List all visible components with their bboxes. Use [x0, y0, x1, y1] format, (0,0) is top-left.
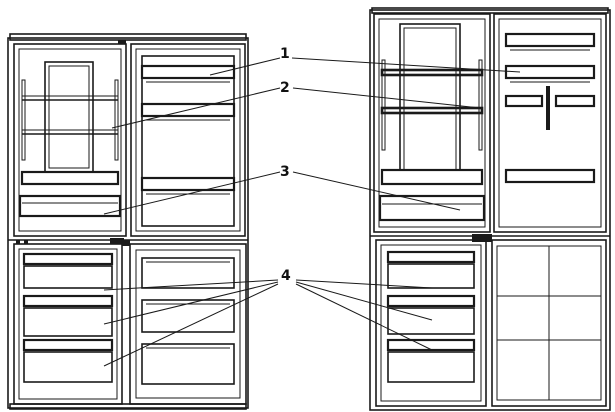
left-fridge-top-bar	[9, 33, 247, 41]
leader-3-right	[292, 171, 461, 211]
callout-4: 4	[281, 268, 291, 284]
left-drawer-3	[23, 351, 113, 383]
left-fridge-compartment	[130, 43, 246, 237]
left-door-bin-2	[18, 194, 122, 218]
right-door-bin	[378, 194, 486, 222]
left-fridge	[7, 33, 249, 410]
leader-2-right	[292, 87, 481, 109]
left-shelf-1	[140, 64, 236, 80]
leader-3-left	[103, 171, 281, 215]
leader-4f	[295, 283, 433, 351]
right-fridge-body	[369, 9, 611, 411]
right-fridge-compartment	[493, 13, 607, 233]
leader-4b	[103, 281, 279, 325]
callout-1: 1	[280, 46, 290, 62]
right-upper-door	[373, 13, 491, 233]
left-door-bin-1	[20, 170, 120, 186]
leader-4d	[295, 279, 433, 289]
leader-lines	[103, 57, 521, 367]
leader-4a	[103, 279, 279, 291]
left-fridge-body	[7, 37, 249, 409]
left-drawer-1	[23, 265, 113, 289]
right-freezer-door	[375, 239, 487, 407]
left-drawer-2	[23, 307, 113, 337]
callout-2: 2	[280, 80, 290, 96]
callout-3: 3	[280, 164, 290, 180]
left-shelf-3	[140, 176, 236, 192]
leader-1-left	[209, 57, 281, 76]
left-upper-door	[13, 43, 127, 237]
right-freezer-compartment	[491, 239, 607, 407]
left-freezer-compartment	[129, 243, 247, 405]
leader-4e	[295, 281, 433, 321]
leader-4c	[103, 283, 279, 367]
leader-2-left	[111, 87, 281, 129]
right-fridge	[369, 7, 611, 411]
leader-1-right	[291, 57, 521, 73]
left-door-rack	[44, 61, 94, 173]
